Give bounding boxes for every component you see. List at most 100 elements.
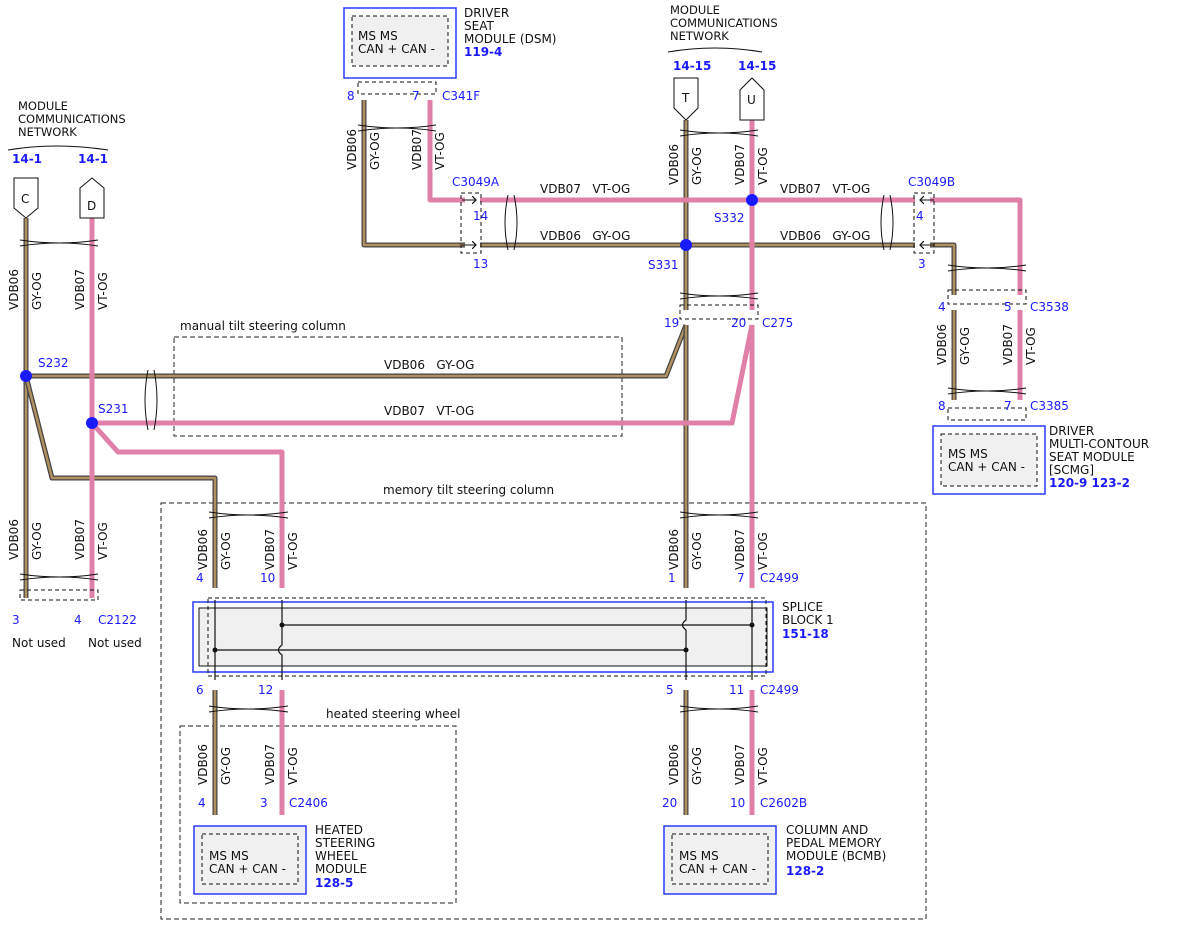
v-circuit-splice-4: VDB06 xyxy=(196,529,210,570)
v-color-dsm-7: VT-OG xyxy=(433,132,447,170)
v-color-c: GY-OG xyxy=(30,272,44,310)
v-color-u: VT-OG xyxy=(756,147,770,185)
v-color-splice-1: GY-OG xyxy=(690,532,704,570)
v-color-splice-7: VT-OG xyxy=(756,532,770,570)
v-color-c2602b-20: GY-OG xyxy=(690,747,704,785)
splice-s232 xyxy=(20,370,32,382)
net-left-2: COMMUNICATIONS xyxy=(18,112,126,126)
v-circuit-c3538-5: VDB07 xyxy=(1001,324,1015,365)
pin-splice-4: 4 xyxy=(196,571,204,585)
hsw-pin-b: CAN + CAN - xyxy=(209,862,286,876)
v-circuit-splice-7: VDB07 xyxy=(733,529,747,570)
hsw-title-1: HEATED xyxy=(315,823,363,837)
conn-c3049a: C3049A xyxy=(452,175,500,189)
pin-c2122-4: 4 xyxy=(74,613,82,627)
wire-label-manual-vdb07: VDB07 VT-OG xyxy=(384,404,474,418)
conn-c3538: C3538 xyxy=(1030,300,1069,314)
splice-s331-label: S331 xyxy=(648,258,679,272)
bcmb-title-2: PEDAL MEMORY xyxy=(786,836,882,850)
v-circuit-splice-1: VDB06 xyxy=(667,529,681,570)
scmg-pin-b: CAN + CAN - xyxy=(948,460,1025,474)
v-color-c2406-4: GY-OG xyxy=(219,747,233,785)
connector-c341f xyxy=(357,81,437,95)
v-color-c2406-3: VT-OG xyxy=(286,747,300,785)
conn-c2499-top: C2499 xyxy=(760,571,799,585)
v-circuit-c2602b-20: VDB06 xyxy=(667,744,681,785)
conn-c2122: C2122 xyxy=(98,613,137,627)
pin-c2406-4: 4 xyxy=(198,796,206,810)
conn-c341f: C341F xyxy=(442,89,480,103)
connector-c3049b xyxy=(913,192,935,254)
pin-c2602b-20: 20 xyxy=(662,796,677,810)
net-left-1: MODULE xyxy=(18,99,68,113)
scmg-pin-a: MS MS xyxy=(948,447,988,461)
conn-c2406: C2406 xyxy=(289,796,328,810)
v-color-d: VT-OG xyxy=(96,272,110,310)
pin-dsm-8: 8 xyxy=(347,89,355,103)
v-color-c3538-4: GY-OG xyxy=(958,327,972,365)
dsm-title-1: DRIVER xyxy=(464,6,509,20)
pin-splice-7: 7 xyxy=(737,571,745,585)
v-circuit-c2122-3: VDB06 xyxy=(7,519,21,560)
pin-c275-19: 19 xyxy=(664,316,679,330)
dsm-ref: 119-4 xyxy=(464,45,502,59)
hsw-title-3: WHEEL xyxy=(315,849,358,863)
v-color-c2122-4: VT-OG xyxy=(96,522,110,560)
v-color-c3538-5: VT-OG xyxy=(1024,327,1038,365)
net-left-ref-d: 14-1 xyxy=(78,152,108,166)
pin-splice-6: 6 xyxy=(196,683,204,697)
v-circuit-dsm-8: VDB06 xyxy=(345,129,359,170)
v-circuit-u: VDB07 xyxy=(733,144,747,185)
scmg-title-2: MULTI-CONTOUR xyxy=(1049,437,1149,451)
net-right-3: NETWORK xyxy=(670,29,729,43)
v-circuit-t: VDB06 xyxy=(667,144,681,185)
connector-c3049a xyxy=(460,192,482,254)
connector-c275 xyxy=(679,304,759,320)
net-right-ref-u: 14-15 xyxy=(738,59,776,73)
pin-splice-5: 5 xyxy=(666,683,674,697)
connector-c3538 xyxy=(947,289,1027,305)
wires-vdb06 xyxy=(23,100,957,815)
v-circuit-c2406-3: VDB07 xyxy=(263,744,277,785)
dsm-title-2: SEAT xyxy=(464,19,494,33)
connector-c-shape xyxy=(13,177,39,219)
net-right-1: MODULE xyxy=(670,3,720,17)
component-scmg xyxy=(932,425,1046,495)
splice-s332 xyxy=(746,194,758,206)
wire-label-top-left-vdb07: VDB07 VT-OG xyxy=(540,182,630,196)
hsw-title-2: STEERING xyxy=(315,836,375,850)
pin-dsm-7: 7 xyxy=(412,89,420,103)
not-used-2: Not used xyxy=(88,636,142,650)
conn-c3385: C3385 xyxy=(1030,399,1069,413)
conn-c2602b: C2602B xyxy=(760,796,807,810)
connector-d-shape xyxy=(79,177,105,219)
splice-s232-label: S232 xyxy=(38,356,69,370)
v-color-t: GY-OG xyxy=(690,147,704,185)
scmg-title-3: SEAT MODULE xyxy=(1049,450,1135,464)
bcmb-ref: 128-2 xyxy=(786,864,824,878)
connector-c3385 xyxy=(947,407,1027,421)
dsm-pin-a: MS MS xyxy=(358,29,398,43)
pin-c2602b-10: 10 xyxy=(730,796,745,810)
splice-s332-label: S332 xyxy=(714,211,745,225)
pin-c3049b-4: 4 xyxy=(916,209,924,223)
conn-letter-d: D xyxy=(87,199,96,213)
v-color-c2122-3: GY-OG xyxy=(30,522,44,560)
component-bcmb xyxy=(663,825,777,895)
dsm-title-3: MODULE (DSM) xyxy=(464,32,556,46)
vertical-wire-labels: VDB06 GY-OG VDB07 VT-OG VDB06 GY-OG VDB0… xyxy=(7,129,1038,785)
connector-t-shape xyxy=(673,77,699,121)
net-left-ref-c: 14-1 xyxy=(12,152,42,166)
v-color-dsm-8: GY-OG xyxy=(368,132,382,170)
v-circuit-c3538-4: VDB06 xyxy=(935,324,949,365)
pin-splice-1: 1 xyxy=(668,571,676,585)
heated-wheel-box xyxy=(179,725,457,904)
splice-block-title-1: SPLICE xyxy=(782,600,823,614)
splice-s231 xyxy=(86,417,98,429)
splice-s331 xyxy=(680,239,692,251)
pin-c3049a-13: 13 xyxy=(473,257,488,271)
group-heated-wheel: heated steering wheel xyxy=(326,707,460,721)
pin-splice-10: 10 xyxy=(260,571,275,585)
v-circuit-c2406-4: VDB06 xyxy=(196,744,210,785)
scmg-title-1: DRIVER xyxy=(1049,424,1094,438)
